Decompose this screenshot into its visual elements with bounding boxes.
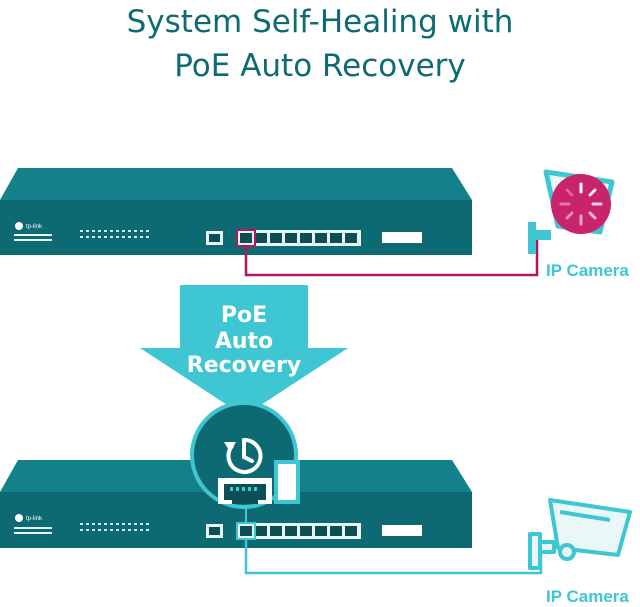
top-ip-camera: IP Camera	[528, 169, 629, 280]
top-camera-label: IP Camera	[546, 261, 629, 280]
arrow-label-line-2: Auto	[215, 329, 273, 354]
power-restart-icon	[224, 437, 263, 474]
magnifier-side-tab	[274, 460, 300, 504]
bottom-ip-camera: IP Camera	[528, 498, 632, 606]
tp-link-logo-icon	[15, 514, 23, 522]
title-line-1: System Self-Healing with	[126, 4, 514, 40]
title-line-2: PoE Auto Recovery	[174, 48, 466, 84]
tp-link-logo-icon	[15, 222, 23, 230]
recovery-magnifier	[190, 401, 300, 523]
top-switch-logo: tp-link	[14, 222, 52, 241]
top-switch-sfp-slot	[382, 232, 422, 243]
poe-auto-recovery-arrow: PoE Auto Recovery	[140, 285, 348, 416]
top-switch-lid	[0, 168, 472, 200]
arrow-label-line-3: Recovery	[187, 353, 301, 378]
arrow-shape	[140, 285, 348, 416]
bottom-switch-logo: tp-link	[14, 514, 52, 534]
bottom-switch-sfp-slot	[382, 525, 422, 536]
top-switch: tp-link	[0, 168, 472, 255]
fault-badge	[551, 174, 611, 234]
fault-cable	[244, 230, 539, 277]
arrow-label-line-1: PoE	[221, 303, 267, 328]
loading-spinner-icon	[559, 182, 603, 226]
security-camera-icon	[528, 498, 632, 570]
bottom-switch-brand: tp-link	[26, 516, 43, 522]
top-switch-brand: tp-link	[26, 224, 43, 230]
bottom-camera-label: IP Camera	[546, 587, 629, 606]
ethernet-port-icon	[224, 484, 266, 504]
